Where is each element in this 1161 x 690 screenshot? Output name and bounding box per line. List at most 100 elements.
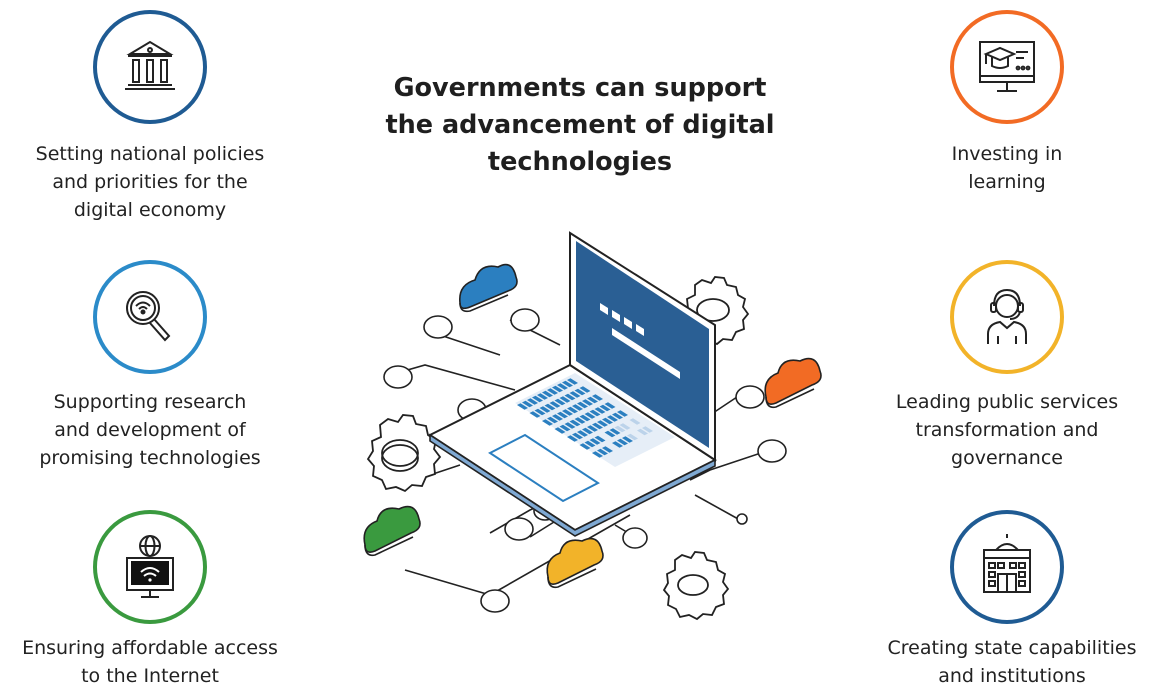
- keyboard-key: [612, 441, 623, 448]
- keyboard-key: [589, 438, 601, 445]
- keyboard-key: [559, 424, 571, 432]
- keyboard-key: [572, 432, 583, 440]
- keyboard-key: [522, 400, 533, 408]
- keyboard-key: [602, 446, 613, 453]
- keyboard-key: [642, 426, 653, 433]
- network-node: [383, 365, 413, 389]
- keyboard-key: [569, 391, 581, 398]
- laptop-icon: [427, 231, 718, 537]
- cloud-icon-green: [363, 505, 421, 557]
- keyboard-key: [627, 433, 638, 441]
- keyboard-key: [574, 388, 586, 396]
- keyboard-key: [584, 412, 596, 419]
- institution-building-icon: [950, 510, 1064, 624]
- keyboard-key: [549, 401, 561, 408]
- keyboard-key: [557, 411, 568, 419]
- title-line-2: the advancement of digital: [385, 110, 775, 140]
- keyboard-key: [552, 385, 563, 393]
- cloud-icon-orange: [764, 357, 822, 409]
- gear-icon: [366, 414, 442, 493]
- page-title: Governments can support the advancement …: [355, 70, 805, 181]
- keyboard-key: [562, 380, 573, 388]
- keyboard-key: [557, 383, 568, 390]
- keyboard-key: [589, 409, 601, 417]
- keyboard-key: [559, 396, 571, 403]
- caption-research: Supporting research and development of p…: [39, 391, 261, 469]
- keyboard-key: [527, 398, 538, 405]
- cloud-icon-blue: [458, 263, 518, 313]
- network-node: [510, 308, 540, 332]
- title-line-3: technologies: [487, 147, 673, 177]
- network-node: [423, 315, 453, 339]
- cloud-icon-yellow: [546, 537, 604, 589]
- government-building-icon: [93, 10, 207, 124]
- keyboard-key: [604, 430, 616, 438]
- network-node: [622, 527, 648, 549]
- keyboard-key: [622, 436, 633, 443]
- keyboard-key: [577, 430, 588, 437]
- keyboard-key: [637, 428, 648, 436]
- network-node: [736, 513, 748, 525]
- network-node: [480, 589, 510, 613]
- keyboard-key: [529, 411, 541, 418]
- keyboard-key: [617, 410, 628, 417]
- keyboard-key: [564, 393, 576, 401]
- caption-institutions: Creating state capabilities and institut…: [887, 637, 1137, 687]
- keyboard-key: [612, 412, 623, 420]
- keyboard-key: [544, 403, 556, 411]
- keyboard-key: [539, 406, 551, 413]
- keyboard-key: [572, 404, 583, 411]
- headset-agent-icon: [950, 260, 1064, 374]
- network-node: [504, 517, 534, 541]
- keyboard-key: [604, 402, 616, 409]
- magnifier-wifi-icon: [93, 260, 207, 374]
- keyboard-key: [542, 419, 553, 426]
- keyboard-key: [619, 423, 631, 430]
- gear-icon: [662, 551, 730, 621]
- caption-learning: Investing in learning: [951, 143, 1063, 193]
- graduation-cap-monitor-icon: [950, 10, 1064, 124]
- keyboard-key: [574, 417, 586, 424]
- network-node: [757, 439, 787, 463]
- keyboard-key: [564, 422, 576, 429]
- keyboard-key: [577, 401, 588, 409]
- keyboard-key: [594, 435, 606, 443]
- keyboard-key: [534, 408, 546, 416]
- keyboard-key: [597, 448, 608, 456]
- caption-access: Ensuring affordable access to the Intern…: [22, 637, 278, 687]
- laptop-network-illustration: [363, 231, 822, 621]
- keyboard-key: [587, 425, 598, 432]
- keyboard-key: [517, 403, 528, 410]
- keyboard-key: [547, 388, 558, 395]
- keyboard-key: [569, 419, 581, 427]
- keyboard-key: [542, 390, 553, 398]
- keyboard-key: [617, 438, 628, 446]
- keyboard-key: [592, 394, 603, 401]
- keyboard-key: [579, 386, 591, 393]
- keyboard-key: [609, 428, 621, 435]
- keyboard-key: [579, 443, 591, 450]
- keyboard-key: [594, 407, 606, 414]
- keyboard-key: [552, 414, 563, 421]
- keyboard-key: [537, 393, 548, 400]
- keyboard-key: [587, 396, 598, 404]
- keyboard-key: [567, 435, 578, 442]
- keyboard-key: [584, 440, 596, 448]
- keyboard-key: [614, 425, 626, 433]
- keyboard: [515, 373, 675, 467]
- internet-monitor-icon: [93, 510, 207, 624]
- keyboard-key: [602, 417, 613, 425]
- keyboard-key: [554, 427, 566, 434]
- keyboard-key: [629, 418, 641, 425]
- keyboard-key: [592, 451, 603, 458]
- keyboard-key: [579, 414, 591, 422]
- keyboard-key: [582, 427, 593, 435]
- keyboard-key: [599, 404, 611, 412]
- keyboard-key: [567, 406, 578, 414]
- keyboard-key: [597, 420, 608, 427]
- keyboard-key: [607, 415, 618, 422]
- keyboard-key: [547, 416, 558, 424]
- title-line-1: Governments can support: [393, 73, 767, 103]
- keyboard-key: [567, 378, 578, 385]
- network-node: [735, 385, 765, 409]
